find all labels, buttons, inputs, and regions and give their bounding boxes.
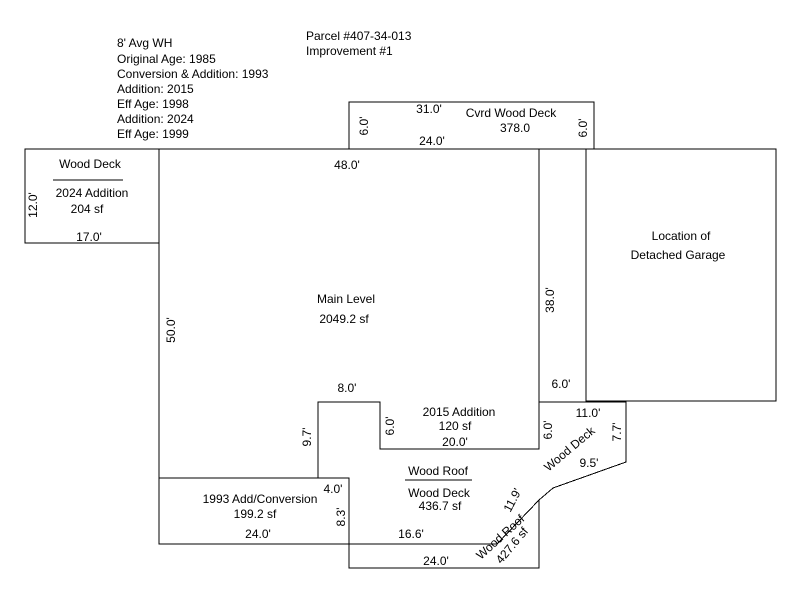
conversion-1993-area: 199.2 sf: [234, 507, 277, 521]
dim-notch-left: 9.7': [300, 428, 314, 447]
info-line: Original Age: 1985: [117, 52, 216, 66]
info-line: 8' Avg WH: [117, 36, 172, 50]
dim-add2015-left: 6.0': [383, 417, 397, 436]
info-line: Conversion & Addition: 1993: [117, 67, 269, 81]
dim-deck-bottom: 17.0': [76, 230, 102, 244]
parcel-number: Parcel #407-34-013: [306, 29, 412, 43]
wood-roof-outline: [348, 498, 540, 569]
main-level-area: 2049.2 sf: [319, 312, 369, 326]
dim-notch-top: 8.0': [338, 381, 357, 395]
dim-roof-bottom: 24.0': [423, 554, 449, 568]
dim-notch-right: 6.0': [552, 377, 571, 391]
improvement-number: Improvement #1: [306, 44, 393, 58]
garage-label-line2: Detached Garage: [631, 248, 726, 262]
main-level-name: Main Level: [317, 292, 375, 306]
dim-main-top: 48.0': [334, 158, 360, 172]
dim-side-right: 7.7': [610, 423, 624, 442]
wood-deck-title: Wood Deck: [59, 157, 122, 171]
dim-main-right: 38.0': [543, 287, 557, 313]
covered-deck-name: Cvrd Wood Deck: [466, 106, 557, 120]
wood-roof-deck-name: Wood Deck: [408, 486, 471, 500]
info-line: Addition: 2024: [117, 112, 194, 126]
dim-cvrd-right: 6.0': [576, 119, 590, 138]
addition-2015-area: 120 sf: [439, 419, 472, 433]
wood-deck-area: 204 sf: [71, 202, 104, 216]
dim-cvrd-left: 6.0': [357, 117, 371, 136]
info-line: Eff Age: 1999: [117, 127, 189, 141]
info-line: Addition: 2015: [117, 82, 194, 96]
dim-add2015-right: 6.0': [541, 421, 555, 440]
wood-deck-name: 2024 Addition: [56, 186, 129, 200]
addition-2015-name: 2015 Addition: [423, 405, 496, 419]
dim-conv-step: 4.0': [324, 482, 343, 496]
dim-conv-right: 8.3': [334, 508, 348, 527]
side-wood-deck-outline: [538, 401, 627, 501]
covered-deck-area: 378.0: [500, 121, 530, 135]
conversion-1993-name: 1993 Add/Conversion: [203, 492, 318, 506]
dim-cvrd-bottom: 24.0': [419, 134, 445, 148]
wood-roof-deck-area: 436.7 sf: [419, 499, 462, 513]
wood-roof-title: Wood Roof: [408, 464, 468, 478]
dim-conv-bottom: 24.0': [245, 527, 271, 541]
covered-deck-outline: [348, 101, 595, 149]
dim-cvrd-top: 31.0': [416, 102, 442, 116]
dim-main-left: 50.0': [164, 317, 178, 343]
dim-diag-long: 11.9': [500, 486, 524, 514]
detached-garage-outline: [585, 148, 777, 402]
property-info: 8' Avg WH Original Age: 1985 Conversion …: [117, 36, 269, 141]
dim-roof-mid: 16.6': [398, 527, 424, 541]
dim-side-top: 11.0': [576, 406, 601, 420]
dim-add2015-bottom: 20.0': [442, 435, 468, 449]
dim-deck-left: 12.0': [26, 192, 40, 218]
garage-label-line1: Location of: [652, 229, 711, 243]
info-line: Eff Age: 1998: [117, 97, 189, 111]
dim-side-diag: 9.5': [580, 456, 599, 470]
